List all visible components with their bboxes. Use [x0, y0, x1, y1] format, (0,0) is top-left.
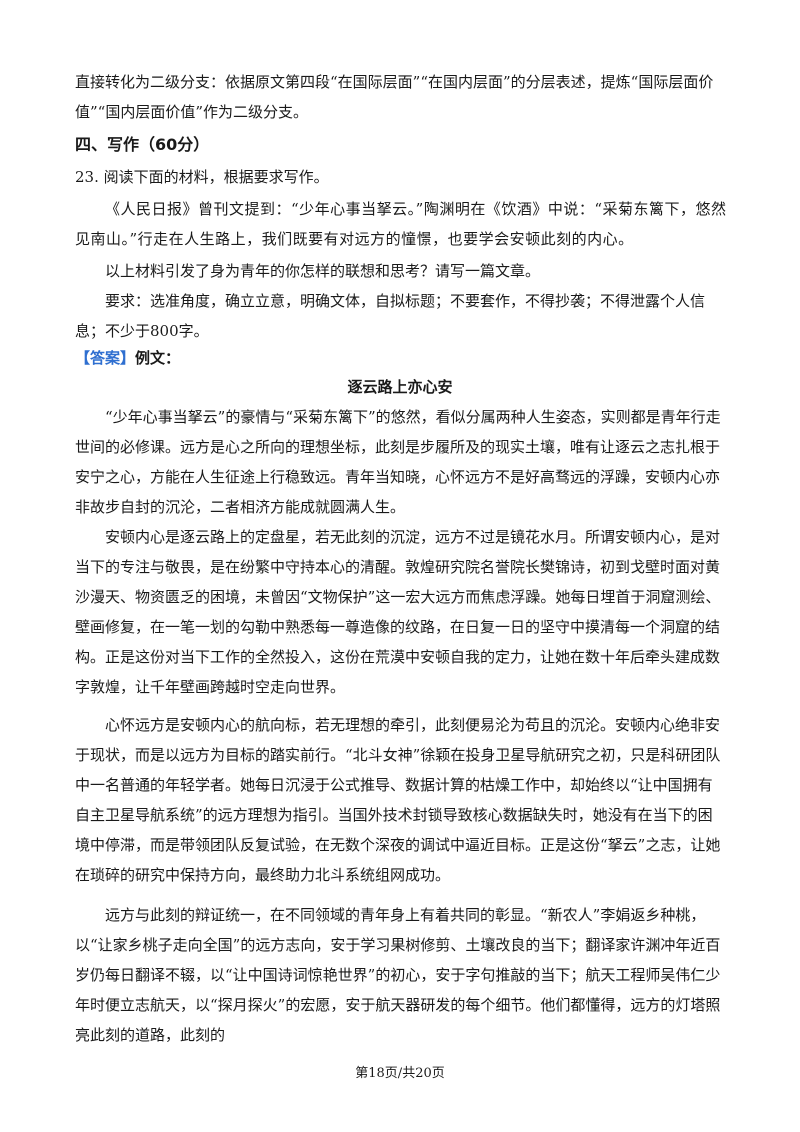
essay-paragraph-2: 安顿内心是逐云路上的定盘星，若无此刻的沉淀，远方不过是镜花水月。所谓安顿内心，是… [75, 528, 721, 696]
page-number: 第18页/共20页 [355, 1066, 445, 1081]
essay-title: 逐云路上亦心安 [347, 378, 453, 396]
answer-label: 例文： [135, 349, 181, 367]
question-material: 《人民日报》曾刊文提到：“少年心事当拏云。”陶渊明在《饮酒》中说：“采菊东篱下，… [75, 200, 727, 248]
question-prompt: 23. 阅读下面的材料，根据要求写作。 [75, 168, 329, 186]
question-task: 以上材料引发了身为青年的你怎样的联想和思考？请写一篇文章。 [105, 262, 541, 280]
essay-paragraph-3: 心怀远方是安顿内心的航向标，若无理想的牵引，此刻便易沦为苟且的沉沦。安顿内心绝非… [75, 716, 721, 884]
question-requirements: 要求：选准角度，确立立意，明确文体，自拟标题；不要套作，不得抄袭；不得泄露个人信… [75, 292, 706, 340]
answer-tag: 【答案】 [75, 349, 136, 367]
essay-paragraph-1: “少年心事当拏云”的豪情与“采菊东篱下”的悠然，看似分属两种人生姿态，实则都是青… [75, 408, 721, 516]
answer-line: 【答案】例文： [75, 343, 727, 373]
essay-paragraph-4: 远方与此刻的辩证统一，在不同领域的青年身上有着共同的彰显。“新农人”李娟返乡种桃… [75, 906, 721, 1044]
section-heading: 四、写作（60分） [75, 135, 210, 154]
intro-paragraph: 直接转化为二级分支：依据原文第四段“在国际层面”“在国内层面”的分层表述，提炼“… [75, 73, 714, 121]
